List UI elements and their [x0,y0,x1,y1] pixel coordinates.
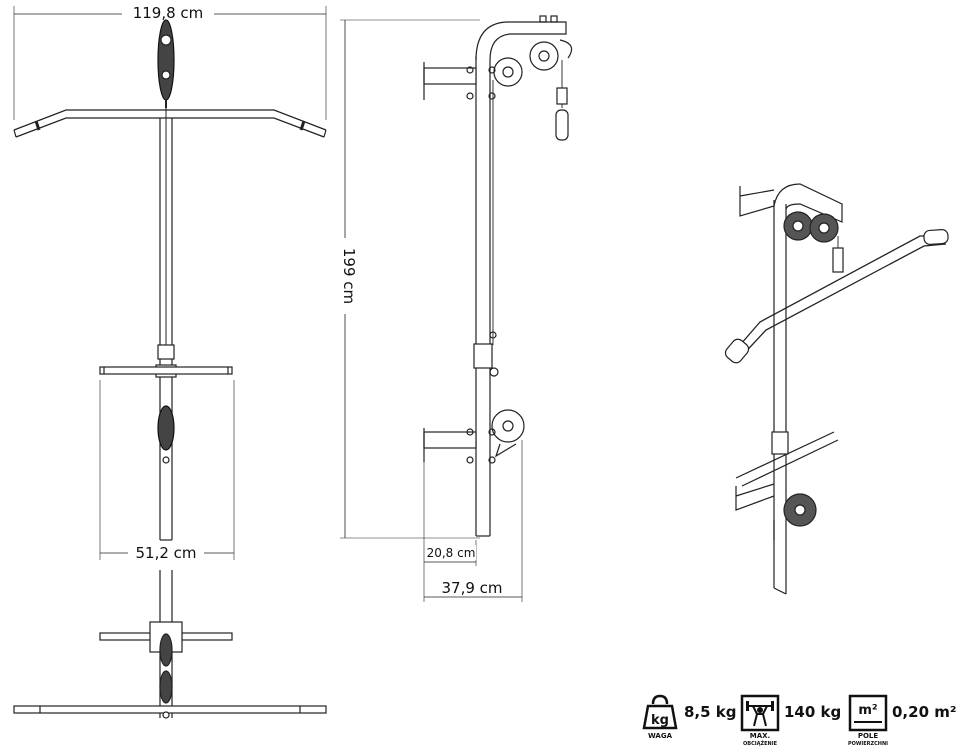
side-view [330,15,573,602]
low-pulley [157,405,175,464]
weight-value: 8,5 kg [684,703,737,721]
low-bar [99,344,233,378]
weight-caption: WAGA [648,732,672,740]
top-pulley [157,19,175,108]
dimension-bar-width [99,380,235,563]
max-load-caption: MAX.OBCIĄŻENIE [743,732,777,747]
spec-max-load: MAX.OBCIĄŻENIE 140 kg [740,692,842,747]
weightlifter-icon: MAX.OBCIĄŻENIE [740,692,780,747]
dimension-height [330,19,480,539]
lat-bar [13,109,327,138]
label-bar-width: 51,2 cm [135,544,196,562]
max-load-value: 140 kg [784,703,842,721]
dimension-top-width [13,2,327,120]
label-width-top: 119,8 cm [133,4,204,22]
svg-text:kg: kg [651,713,669,728]
svg-text:m²: m² [858,703,877,718]
label-height: 199 cm [340,248,358,304]
upright-front [159,118,173,541]
kettlebell-icon: kg WAGA [640,692,680,740]
label-depth-total: 37,9 cm [441,579,502,597]
front-view [13,2,327,563]
spec-weight: kg WAGA 8,5 kg [640,692,737,740]
isometric-view [724,183,949,595]
label-depth-short: 20,8 cm [427,546,476,560]
area-value: 0,20 m² [892,703,957,721]
top-view [13,570,327,719]
dimension-depth [423,440,523,602]
